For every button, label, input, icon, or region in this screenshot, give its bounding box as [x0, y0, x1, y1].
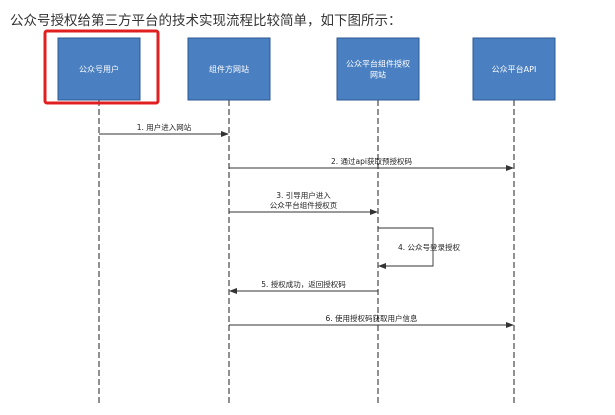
- message-label-5: 5. 授权成功，返回授权码: [261, 279, 346, 289]
- message-arrow-4: [378, 227, 434, 269]
- message-label-1: 1. 用户进入网站: [137, 122, 192, 132]
- message-label-2: 2. 通过api获取预授权码: [331, 156, 412, 166]
- message-label-6: 6. 使用授权码获取用户信息: [325, 313, 418, 323]
- highlight-frame: [43, 29, 160, 105]
- participant-label-site: 组件方网站: [209, 64, 249, 74]
- participant-box-auth: [336, 37, 420, 101]
- participant-label-auth: 网站: [370, 70, 386, 80]
- intro-text: 公众号授权给第三方平台的技术实现流程比较简单，如下图所示：: [10, 13, 402, 29]
- message-label-3: 3. 引导用户进入: [276, 190, 331, 200]
- participant-label-auth: 公众平台组件授权: [346, 59, 410, 69]
- participant-box-api: [472, 37, 556, 101]
- message-label-3: 公众平台组件授权页: [270, 200, 338, 210]
- participant-box-user: [57, 37, 141, 101]
- participant-label-user: 公众号用户: [79, 64, 119, 74]
- participant-label-api: 公众平台API: [492, 64, 537, 74]
- participant-box-site: [187, 37, 271, 101]
- message-label-4: 4. 公众号登录授权: [398, 242, 461, 252]
